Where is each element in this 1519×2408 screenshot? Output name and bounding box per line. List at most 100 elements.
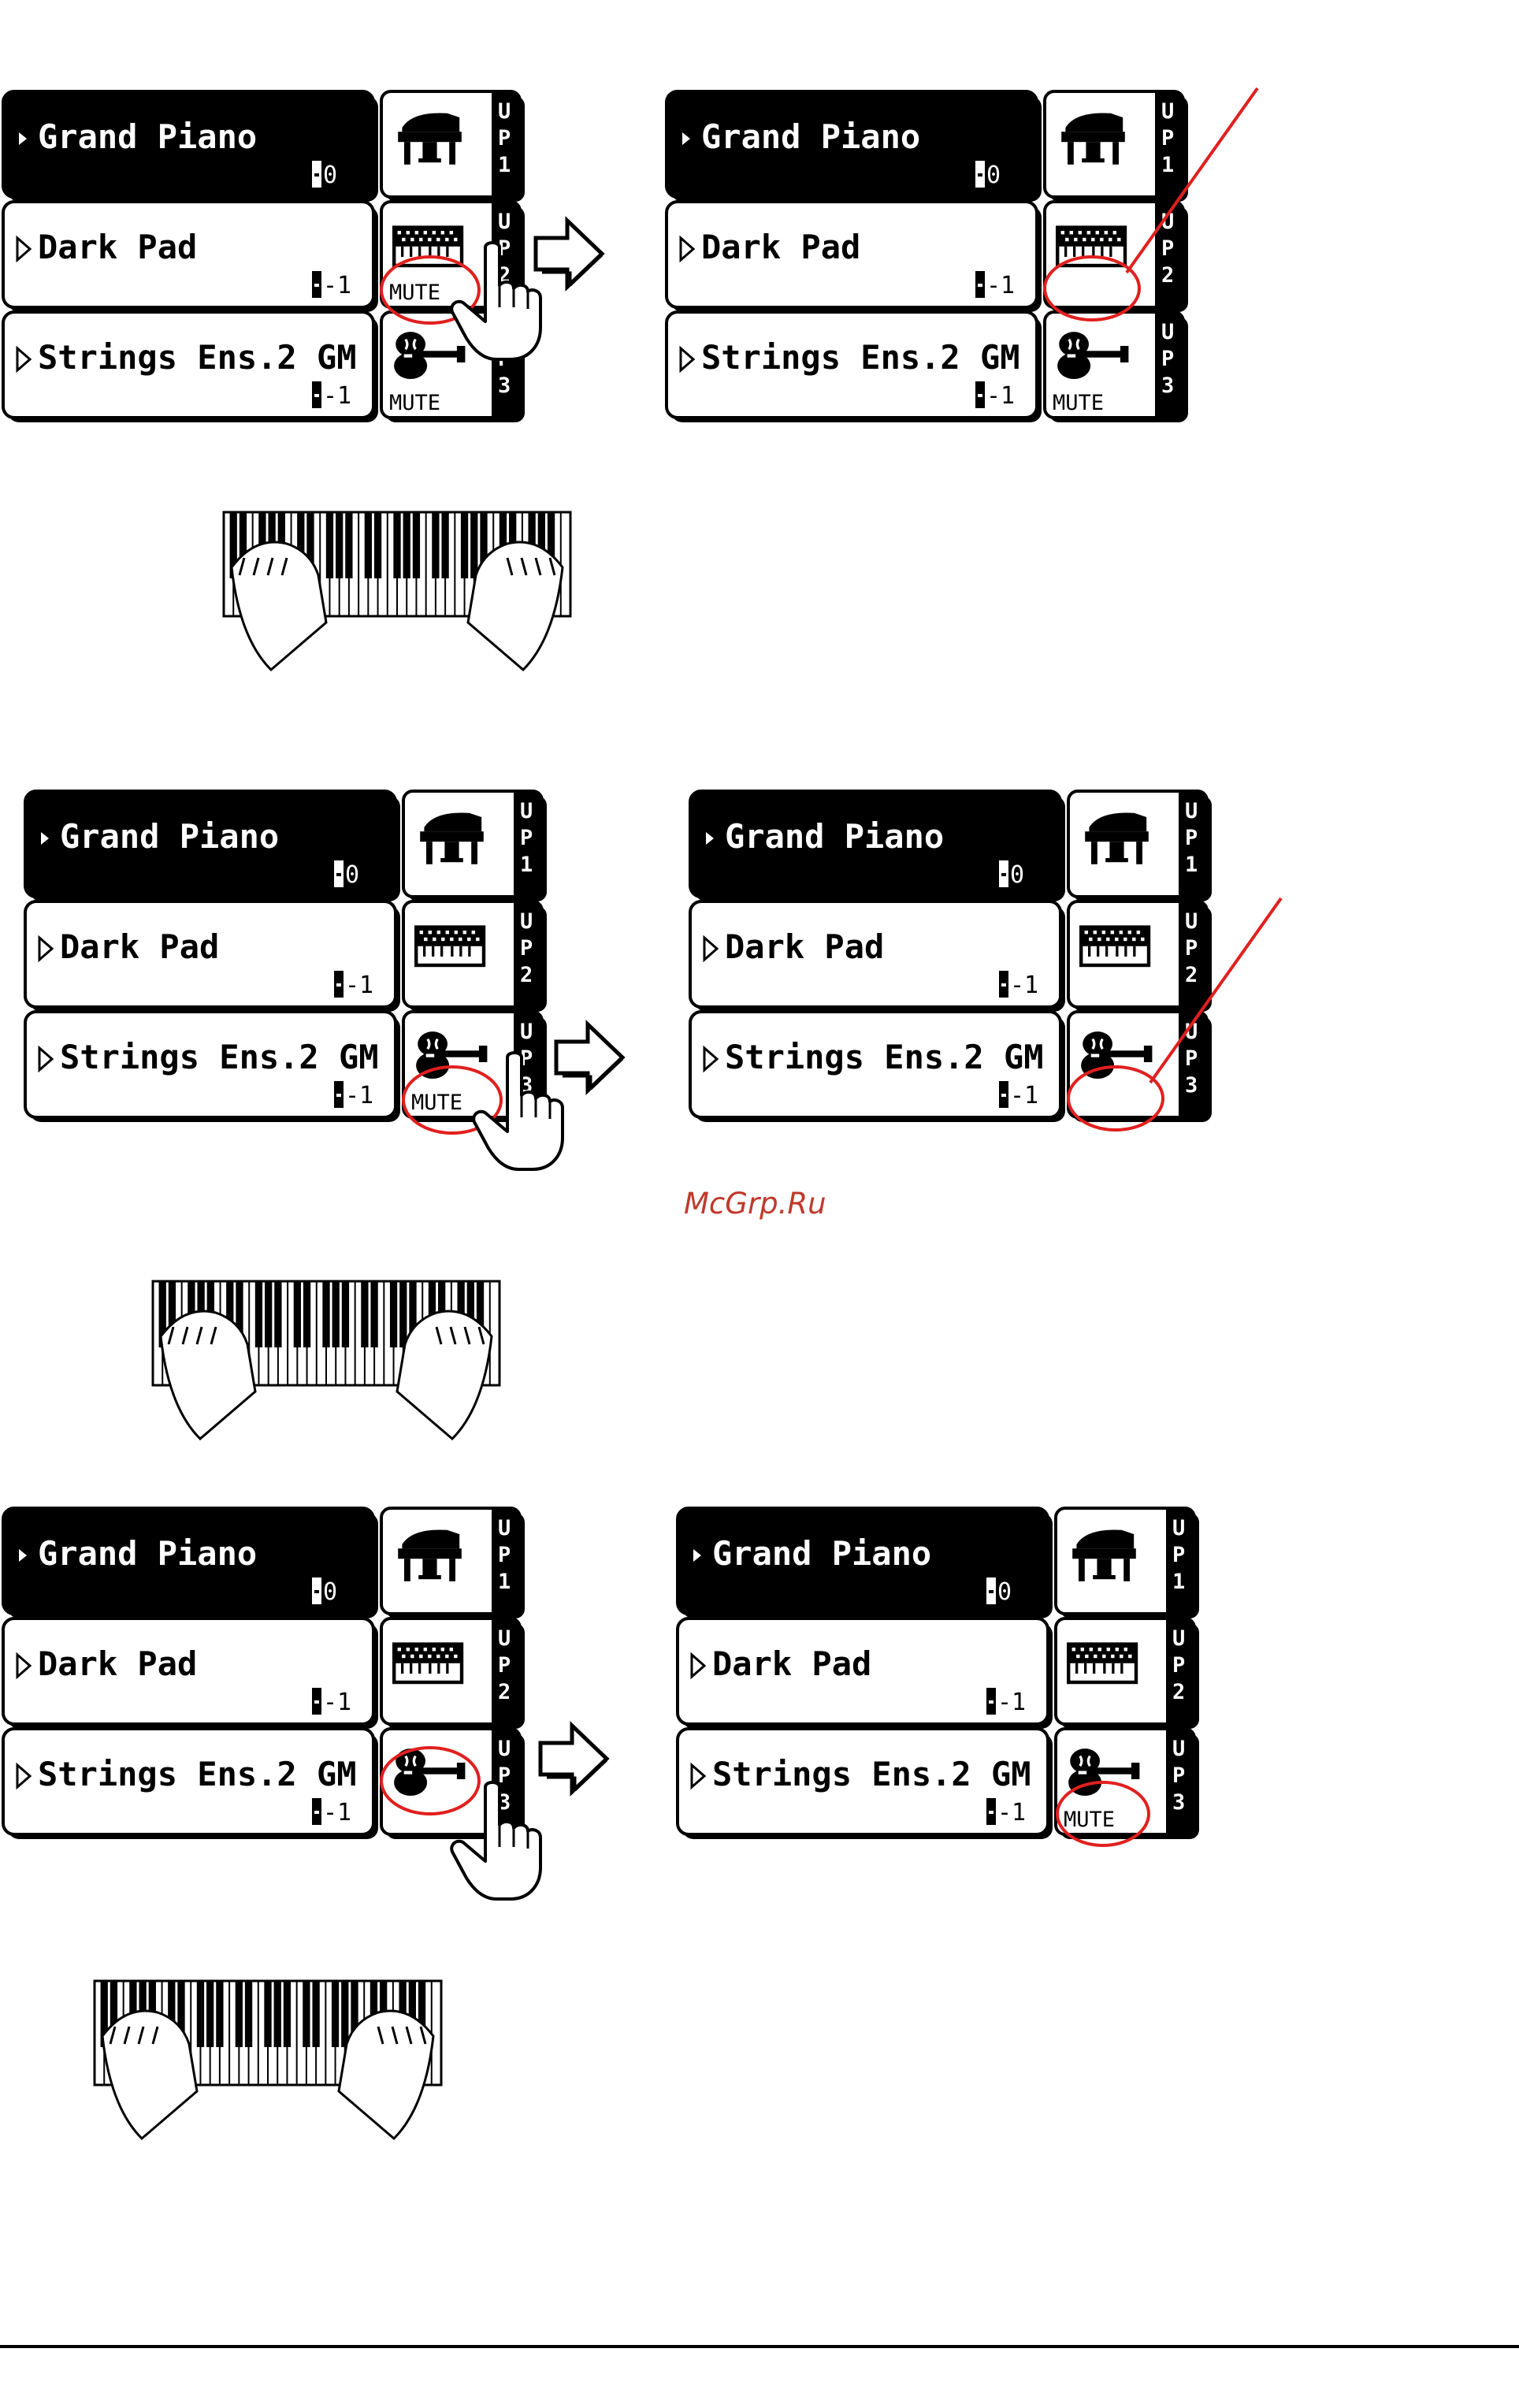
track-value: -1 — [997, 1799, 1026, 1826]
side-tab-label: P — [498, 1653, 511, 1678]
side-tab-label: 3 — [498, 373, 511, 398]
track-row[interactable]: Strings Ens.2 GM-1 — [2, 1727, 378, 1839]
hands-on-keyboard-icon — [93, 1979, 443, 2141]
arrow-right-icon — [540, 1726, 607, 1792]
track-icon-button[interactable]: UP2 — [380, 1617, 525, 1729]
mute-label: MUTE — [411, 1091, 462, 1115]
callout-circle — [1043, 255, 1141, 321]
track-name: Strings Ens.2 GM — [701, 338, 1020, 377]
play-marker-icon — [690, 1762, 707, 1790]
side-tab-label: P — [498, 1763, 511, 1788]
track-icon-button[interactable]: UP1 — [1043, 90, 1188, 202]
track-name: Dark Pad — [60, 927, 219, 966]
play-marker-icon — [16, 1762, 32, 1790]
side-tab — [1179, 793, 1205, 895]
track-value: -1 — [986, 382, 1015, 410]
track-icon-button[interactable]: UP1 — [402, 790, 547, 901]
side-tab-label: U — [1161, 99, 1174, 124]
side-tab-label: U — [1161, 210, 1174, 234]
side-tab-label: P — [1185, 1046, 1198, 1071]
tap-highlight — [402, 1065, 503, 1135]
track-name: Grand Piano — [38, 1534, 257, 1573]
mute-highlight — [1056, 1781, 1150, 1847]
play-marker-icon — [703, 935, 719, 963]
side-tab-label: 1 — [498, 153, 511, 177]
track-value: 0 — [323, 162, 337, 189]
side-tab-label: P — [1172, 1763, 1185, 1788]
side-tab-label: U — [1161, 320, 1174, 344]
play-marker-icon — [679, 235, 696, 263]
side-tab-label: 2 — [520, 963, 533, 987]
side-tab-label: U — [1172, 1626, 1185, 1651]
side-tab-label: U — [498, 99, 511, 124]
play-marker-icon — [690, 1652, 707, 1680]
track-row[interactable]: Strings Ens.2 GM-1 — [689, 1010, 1065, 1122]
side-tab — [1166, 1730, 1193, 1833]
track-name: Dark Pad — [712, 1644, 871, 1683]
side-tab — [1166, 1620, 1193, 1722]
track-row[interactable]: Dark Pad-1 — [24, 900, 400, 1012]
track-row[interactable]: Grand Piano 0 — [2, 90, 378, 202]
track-name: Strings Ens.2 GM — [712, 1755, 1031, 1793]
selected-marker-icon — [41, 832, 49, 845]
track-row[interactable]: Dark Pad-1 — [676, 1617, 1053, 1729]
track-name: Grand Piano — [38, 117, 257, 156]
selected-marker-icon — [19, 132, 27, 145]
track-name: Dark Pad — [725, 927, 884, 966]
selected-marker-icon — [693, 1549, 701, 1562]
track-icon-button[interactable]: UP1 — [380, 90, 525, 202]
side-tab-label: P — [1185, 826, 1198, 850]
track-icon-button[interactable]: UP1 — [1054, 1507, 1199, 1618]
side-tab — [1166, 1510, 1193, 1612]
side-tab-label: P — [498, 236, 511, 261]
track-value: 0 — [986, 162, 1001, 189]
track-icon-button[interactable]: UP2 — [402, 900, 547, 1012]
track-name: Strings Ens.2 GM — [725, 1038, 1044, 1076]
side-tab-label: 3 — [1161, 373, 1174, 398]
side-tab-label: U — [1185, 1020, 1198, 1044]
track-row[interactable]: Dark Pad-1 — [2, 1617, 378, 1729]
track-row[interactable]: Strings Ens.2 GM -1 — [676, 1727, 1053, 1839]
track-name: Grand Piano — [712, 1534, 931, 1573]
track-icon-button[interactable]: UP2 — [1054, 1617, 1199, 1729]
track-row[interactable]: Dark Pad -1 — [689, 900, 1065, 1012]
callout-line — [1149, 897, 1283, 1084]
hands-on-keyboard-icon — [222, 511, 572, 672]
track-row[interactable]: Strings Ens.2 GM -1 — [665, 310, 1042, 422]
side-tab-label: 2 — [1172, 1680, 1185, 1704]
track-value: -1 — [986, 272, 1015, 299]
arrow-right-icon — [536, 221, 602, 287]
tap-highlight — [380, 255, 481, 325]
track-icon-button[interactable]: UP1 — [380, 1507, 525, 1618]
side-tab-label: 2 — [1185, 963, 1198, 987]
track-name: Grand Piano — [725, 817, 944, 856]
track-icon-button[interactable]: UP2 — [1067, 900, 1212, 1012]
track-name: Strings Ens.2 GM — [60, 1038, 379, 1076]
arrow-right-icon — [556, 1024, 622, 1091]
track-value: -1 — [1010, 972, 1038, 999]
track-row[interactable]: Strings Ens.2 GM-1 — [2, 310, 378, 422]
play-marker-icon — [16, 345, 32, 373]
track-icon-button[interactable]: UP1 — [1067, 790, 1212, 901]
track-row[interactable]: Strings Ens.2 GM-1 — [24, 1010, 400, 1122]
synth-keyboard-icon — [1079, 925, 1151, 968]
side-tab-label: U — [520, 799, 533, 823]
side-tab-label: 3 — [1172, 1790, 1185, 1815]
track-value: -1 — [323, 382, 351, 410]
track-value: -1 — [323, 1799, 351, 1826]
track-row[interactable]: Dark Pad-1 — [2, 200, 378, 312]
synth-keyboard-icon — [414, 925, 486, 968]
side-tab-label: P — [1161, 126, 1174, 150]
track-row[interactable]: Dark Pad-1 — [665, 200, 1042, 312]
